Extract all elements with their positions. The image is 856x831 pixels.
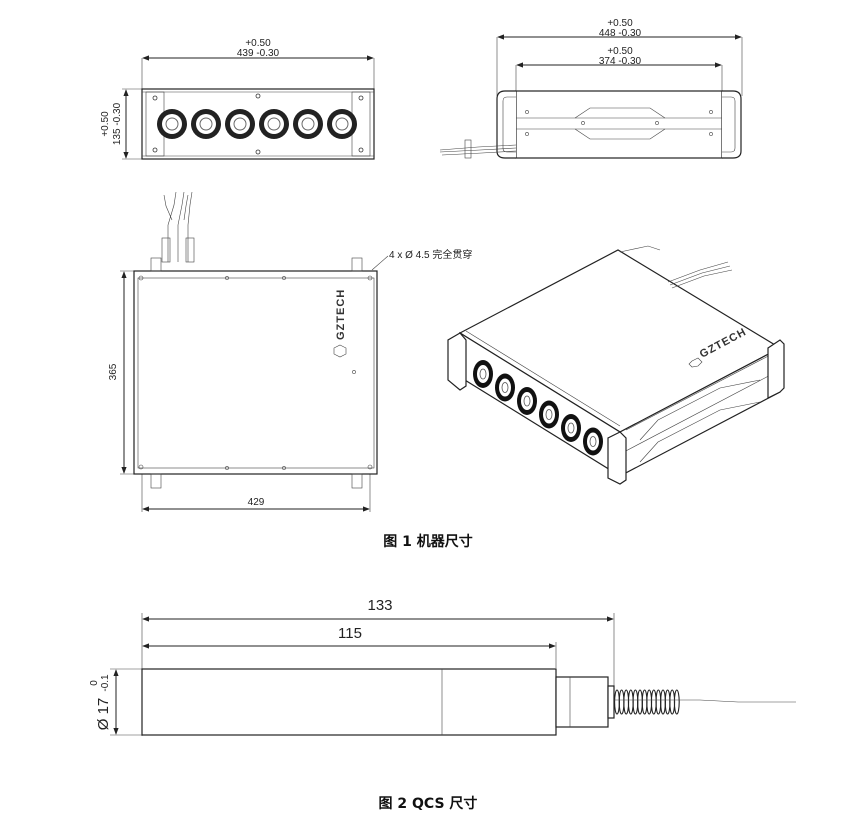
fan-icon: [327, 109, 357, 139]
qcs-fiber: [614, 699, 796, 703]
iso-handle-front-right: [607, 431, 627, 485]
top-brand-logo: GZTECH: [333, 289, 347, 358]
fan-icon: [539, 400, 559, 429]
fan-icon: [495, 373, 515, 402]
figure-2-caption: 图 2 QCS 尺寸: [379, 795, 478, 812]
qcs-overall-label: 133: [367, 597, 392, 614]
iso-cables: [619, 245, 733, 289]
qcs-nut: [555, 676, 609, 728]
side-cables: [439, 139, 517, 159]
fan-icon: [157, 109, 187, 139]
front-width-label: 439 -0.30: [237, 48, 280, 59]
screw-icon: [255, 149, 261, 155]
fan-icon: [583, 427, 603, 456]
qcs-body: [141, 668, 557, 736]
side-handle-right: [722, 90, 742, 159]
side-handle-left: [496, 90, 516, 159]
front-view: +0.50 439 -0.30 +0.50 135 -0.30: [100, 38, 375, 160]
side-inner-label: 374 -0.30: [599, 56, 642, 67]
top-view: 429 365 GZTECH 4 x Ø 4.5 完全贯穿: [108, 191, 472, 512]
iso-view: GZTECH: [447, 245, 785, 485]
iso-fan-row: [473, 360, 603, 456]
side-overall-tol-plus: +0.50: [607, 18, 633, 29]
fan-icon: [517, 387, 537, 415]
screw-icon: [255, 93, 261, 99]
fan-icon: [293, 109, 323, 139]
top-panel: [133, 270, 378, 475]
side-panel: [515, 90, 723, 159]
figure-1-caption: 图 1 机器尺寸: [383, 533, 473, 550]
fan-icon: [225, 109, 255, 139]
qcs-dia-tol-plus: 0: [89, 680, 100, 686]
front-width-tol-plus: +0.50: [245, 38, 271, 49]
front-height-tol-plus: +0.50: [100, 111, 111, 137]
front-height-label: 135 -0.30: [112, 102, 123, 145]
fan-icon: [191, 109, 221, 139]
qcs-dia-label: Ø 17: [95, 698, 112, 731]
top-width-label: 429: [248, 497, 265, 508]
screw-icon: [358, 147, 364, 153]
iso-handle-back-right: [767, 339, 785, 399]
qcs-drawing: 133 115 Ø 17 0 -0.1: [89, 597, 796, 736]
fan-icon: [259, 109, 289, 139]
iso-handle-left: [447, 332, 467, 391]
front-fan-row: [157, 109, 357, 139]
fan-icon: [473, 360, 493, 388]
fan-icon: [561, 414, 581, 442]
top-cables: [161, 191, 195, 263]
svg-text:GZTECH: GZTECH: [335, 289, 347, 340]
qcs-body-label: 115: [338, 625, 362, 642]
qcs-strain-relief-spring: [614, 689, 680, 715]
side-overall-label: 448 -0.30: [599, 28, 642, 39]
qcs-dia-tol-minus: -0.1: [100, 674, 111, 692]
top-depth-label: 365: [108, 363, 119, 380]
screw-icon: [152, 147, 158, 153]
side-view: +0.50 448 -0.30 +0.50 374 -0.30: [439, 18, 743, 159]
side-inner-tol-plus: +0.50: [607, 46, 633, 57]
screw-icon: [152, 95, 158, 101]
screw-icon: [358, 95, 364, 101]
hole-note: 4 x Ø 4.5 完全贯穿: [389, 248, 472, 261]
